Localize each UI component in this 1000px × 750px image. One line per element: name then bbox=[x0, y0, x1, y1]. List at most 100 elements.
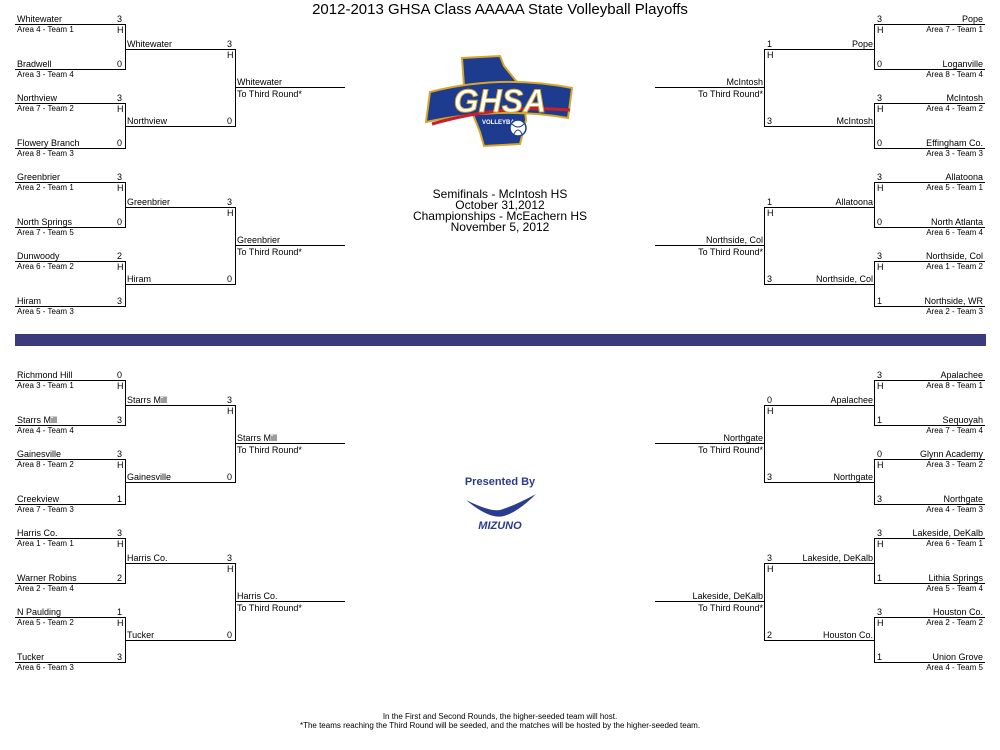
r2-line bbox=[125, 640, 235, 641]
r1-connector bbox=[874, 538, 875, 584]
seed-label: Area 8 - Team 2 bbox=[17, 460, 74, 469]
r1-line bbox=[15, 662, 125, 663]
r2-connector bbox=[235, 207, 236, 285]
team-name: Starrs Mill bbox=[127, 395, 167, 405]
footer-note-seeding: *The teams reaching the Third Round will… bbox=[299, 721, 701, 730]
score: 3 bbox=[117, 296, 123, 306]
score: 3 bbox=[117, 652, 123, 662]
score: 3 bbox=[227, 39, 233, 49]
r2-line bbox=[125, 405, 235, 406]
seed-label: Area 4 - Team 2 bbox=[926, 104, 983, 113]
home-marker: H bbox=[767, 406, 774, 416]
mizuno-logo: MIZUNO bbox=[466, 494, 536, 532]
seed-label: Area 7 - Team 3 bbox=[17, 505, 74, 514]
r2-line bbox=[765, 482, 875, 483]
score: 0 bbox=[117, 217, 123, 227]
home-marker: H bbox=[767, 208, 774, 218]
championships-venue: Championships - McEachern HS bbox=[412, 209, 588, 223]
team-name: McIntosh bbox=[836, 116, 873, 126]
team-name: Northside, WR bbox=[924, 296, 983, 306]
team-name: Harris Co. bbox=[17, 528, 58, 538]
home-marker: H bbox=[117, 381, 124, 391]
seed-label: Area 7 - Team 4 bbox=[926, 426, 983, 435]
r1-line bbox=[875, 24, 985, 25]
r3-line bbox=[235, 443, 345, 444]
page-title: 2012-2013 GHSA Class AAAAA State Volleyb… bbox=[312, 1, 688, 18]
score: 0 bbox=[117, 59, 123, 69]
seed-label: Area 4 - Team 5 bbox=[926, 663, 983, 672]
team-name: Whitewater bbox=[17, 14, 63, 24]
score: 1 bbox=[767, 39, 773, 49]
r2-connector bbox=[764, 405, 765, 483]
seed-label: Area 4 - Team 1 bbox=[17, 25, 74, 34]
score: 3 bbox=[767, 116, 773, 126]
team-name: Tucker bbox=[127, 630, 155, 640]
r2-line bbox=[765, 405, 875, 406]
team-name: Tucker bbox=[17, 652, 45, 662]
r1-line bbox=[15, 538, 125, 539]
r1-line bbox=[875, 504, 985, 505]
team-name: Houston Co. bbox=[932, 607, 983, 617]
score: 3 bbox=[117, 93, 123, 103]
r2-line bbox=[125, 49, 235, 50]
home-marker: H bbox=[767, 50, 774, 60]
score: 3 bbox=[117, 14, 123, 24]
score: 3 bbox=[767, 472, 773, 482]
seed-label: Area 5 - Team 4 bbox=[926, 584, 983, 593]
home-marker: H bbox=[117, 262, 124, 272]
r3-line bbox=[655, 245, 765, 246]
winner-name: Starrs Mill bbox=[237, 433, 277, 443]
team-name: Pope bbox=[961, 14, 983, 24]
r2-line bbox=[125, 563, 235, 564]
team-name: Harris Co. bbox=[127, 553, 168, 563]
home-marker: H bbox=[227, 208, 234, 218]
seed-label: Area 2 - Team 3 bbox=[926, 307, 983, 316]
team-name: North Springs bbox=[17, 217, 73, 227]
r2-line bbox=[765, 207, 875, 208]
r1-line bbox=[15, 504, 125, 505]
score: 1 bbox=[877, 296, 883, 306]
seed-label: Area 6 - Team 4 bbox=[926, 228, 983, 237]
home-marker: H bbox=[767, 564, 774, 574]
seed-label: Area 7 - Team 2 bbox=[17, 104, 74, 113]
score: 0 bbox=[877, 59, 883, 69]
tournament-info: Semifinals - McIntosh HS October 31,2012… bbox=[380, 188, 620, 233]
score: 3 bbox=[227, 197, 233, 207]
team-name: Apalachee bbox=[830, 395, 873, 405]
team-name: Whitewater bbox=[127, 39, 173, 49]
team-name: Greenbrier bbox=[127, 197, 171, 207]
score: 3 bbox=[877, 494, 883, 504]
home-marker: H bbox=[117, 618, 124, 628]
seed-label: Area 1 - Team 1 bbox=[17, 539, 74, 548]
seed-label: Area 3 - Team 2 bbox=[926, 460, 983, 469]
r2-line bbox=[125, 126, 235, 127]
r3-line bbox=[235, 245, 345, 246]
third-round-label: To Third Round* bbox=[698, 445, 763, 455]
footer-notes: In the First and Second Rounds, the high… bbox=[0, 712, 1000, 730]
team-name: Warner Robins bbox=[17, 573, 77, 583]
score: 1 bbox=[767, 197, 773, 207]
r1-line bbox=[875, 148, 985, 149]
team-name: Northgate bbox=[833, 472, 873, 482]
r1-line bbox=[875, 583, 985, 584]
team-name: Flowery Branch bbox=[17, 138, 80, 148]
score: 0 bbox=[877, 217, 883, 227]
team-name: Northside, Col bbox=[815, 274, 873, 284]
r1-line bbox=[15, 380, 125, 381]
r2-line bbox=[125, 207, 235, 208]
seed-label: Area 2 - Team 2 bbox=[926, 618, 983, 627]
r1-line bbox=[875, 261, 985, 262]
r1-line bbox=[875, 538, 985, 539]
score: 0 bbox=[227, 630, 233, 640]
team-name: Gainesville bbox=[127, 472, 172, 482]
r3-line bbox=[235, 87, 345, 88]
home-marker: H bbox=[227, 406, 234, 416]
r1-line bbox=[875, 69, 985, 70]
r1-connector bbox=[874, 182, 875, 228]
score: 1 bbox=[877, 573, 883, 583]
team-name: Creekview bbox=[17, 494, 60, 504]
team-name: Glynn Academy bbox=[919, 449, 983, 459]
score: 0 bbox=[117, 138, 123, 148]
team-name: Apalachee bbox=[940, 370, 983, 380]
winner-name: Harris Co. bbox=[237, 591, 278, 601]
